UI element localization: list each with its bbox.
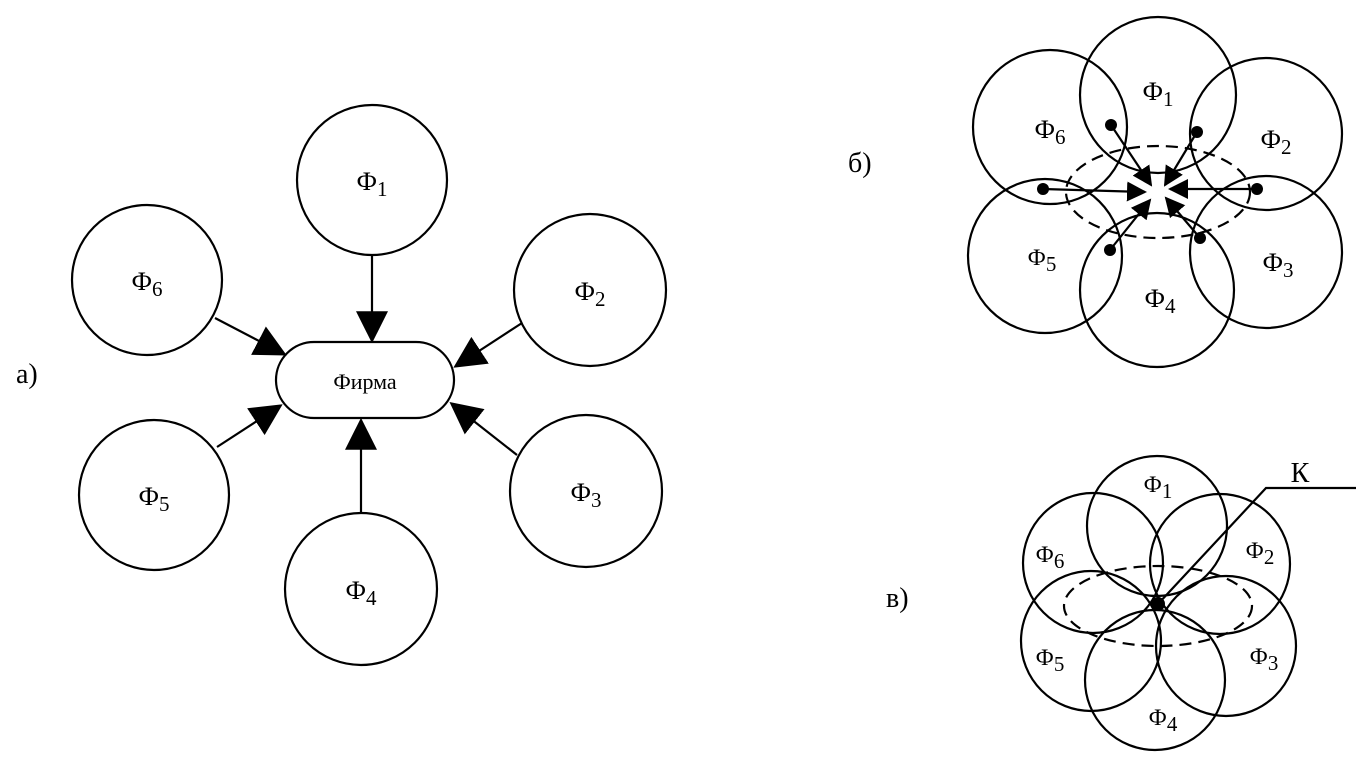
panel-a-node-3: Ф3 xyxy=(508,413,664,569)
panel-a-node-4-label: Ф4 xyxy=(345,576,377,610)
arrow-a-3 xyxy=(449,402,518,456)
panel-b-label-2: Ф2 xyxy=(1260,125,1291,159)
panel-a-node-4: Ф4 xyxy=(283,511,439,667)
panel-c-dashed-contour xyxy=(1062,564,1254,648)
panel-b-label: б) xyxy=(848,148,872,179)
panel-c-circle-5 xyxy=(1019,569,1163,713)
panel-c: в) К Ф1 Ф2 Ф3 Ф4 Ф5 Ф6 xyxy=(886,454,1356,752)
panel-b-circle-2 xyxy=(1188,56,1344,212)
panel-c-pointer-line xyxy=(1157,486,1356,605)
firm-label: Фирма xyxy=(333,369,397,394)
panel-c-circle-2 xyxy=(1148,492,1292,636)
arrow-a-6 xyxy=(214,317,287,356)
panel-a-node-2-label: Ф2 xyxy=(574,277,605,311)
panel-b-dots xyxy=(1037,119,1263,256)
panel-b-circle-5 xyxy=(966,177,1124,335)
panel-a-node-6-label: Ф6 xyxy=(131,267,162,301)
panel-c-label-4: Ф4 xyxy=(1149,705,1178,736)
panel-a: а) Фирма Ф1 Ф2 Ф3 Ф4 Ф5 Ф6 xyxy=(16,103,668,667)
panel-c-label-3: Ф3 xyxy=(1250,644,1279,675)
panel-a-node-1-label: Ф1 xyxy=(356,167,387,201)
arrow-b-4 xyxy=(1164,196,1201,239)
panel-c-label-6: Ф6 xyxy=(1036,542,1065,573)
panel-c-circle-6 xyxy=(1021,491,1165,635)
panel-c-circle-3 xyxy=(1154,574,1298,718)
arrow-b-1 xyxy=(1110,124,1153,187)
panel-c-label-2: Ф2 xyxy=(1246,538,1275,569)
panel-a-node-5: Ф5 xyxy=(77,418,231,572)
panel-c-label: в) xyxy=(886,583,909,614)
panel-a-node-1: Ф1 xyxy=(295,103,449,257)
panel-a-node-6: Ф6 xyxy=(70,203,224,357)
arrow-b-5 xyxy=(1109,198,1152,251)
panel-a-node-3-label: Ф3 xyxy=(570,478,601,512)
panel-c-label-5: Ф5 xyxy=(1036,645,1065,676)
arrow-b-2 xyxy=(1163,131,1198,187)
panel-b-dashed-contour xyxy=(1064,144,1252,240)
panel-b-label-1: Ф1 xyxy=(1142,77,1173,111)
panel-a-node-5-label: Ф5 xyxy=(138,482,169,516)
panel-c-pointer-label: К xyxy=(1291,458,1310,489)
arrow-a-5 xyxy=(216,404,283,448)
panel-b-circle-4 xyxy=(1078,211,1236,369)
panel-b-circle-1 xyxy=(1078,15,1238,175)
panel-a-label: а) xyxy=(16,359,38,390)
panel-b: б) Ф1 Ф2 Ф3 Ф4 Ф5 Ф6 xyxy=(848,15,1344,369)
panel-b-label-3: Ф3 xyxy=(1262,248,1293,282)
panel-b-label-4: Ф4 xyxy=(1144,284,1176,318)
arrow-b-6 xyxy=(1042,181,1147,202)
panel-c-label-1: Ф1 xyxy=(1144,472,1173,503)
panel-b-label-6: Ф6 xyxy=(1034,115,1065,149)
panel-b-circle-6 xyxy=(971,48,1129,206)
panel-b-circle-3 xyxy=(1188,174,1344,330)
panel-b-label-5: Ф5 xyxy=(1028,245,1057,276)
arrow-a-2 xyxy=(453,322,523,368)
panel-a-node-2: Ф2 xyxy=(512,212,668,368)
